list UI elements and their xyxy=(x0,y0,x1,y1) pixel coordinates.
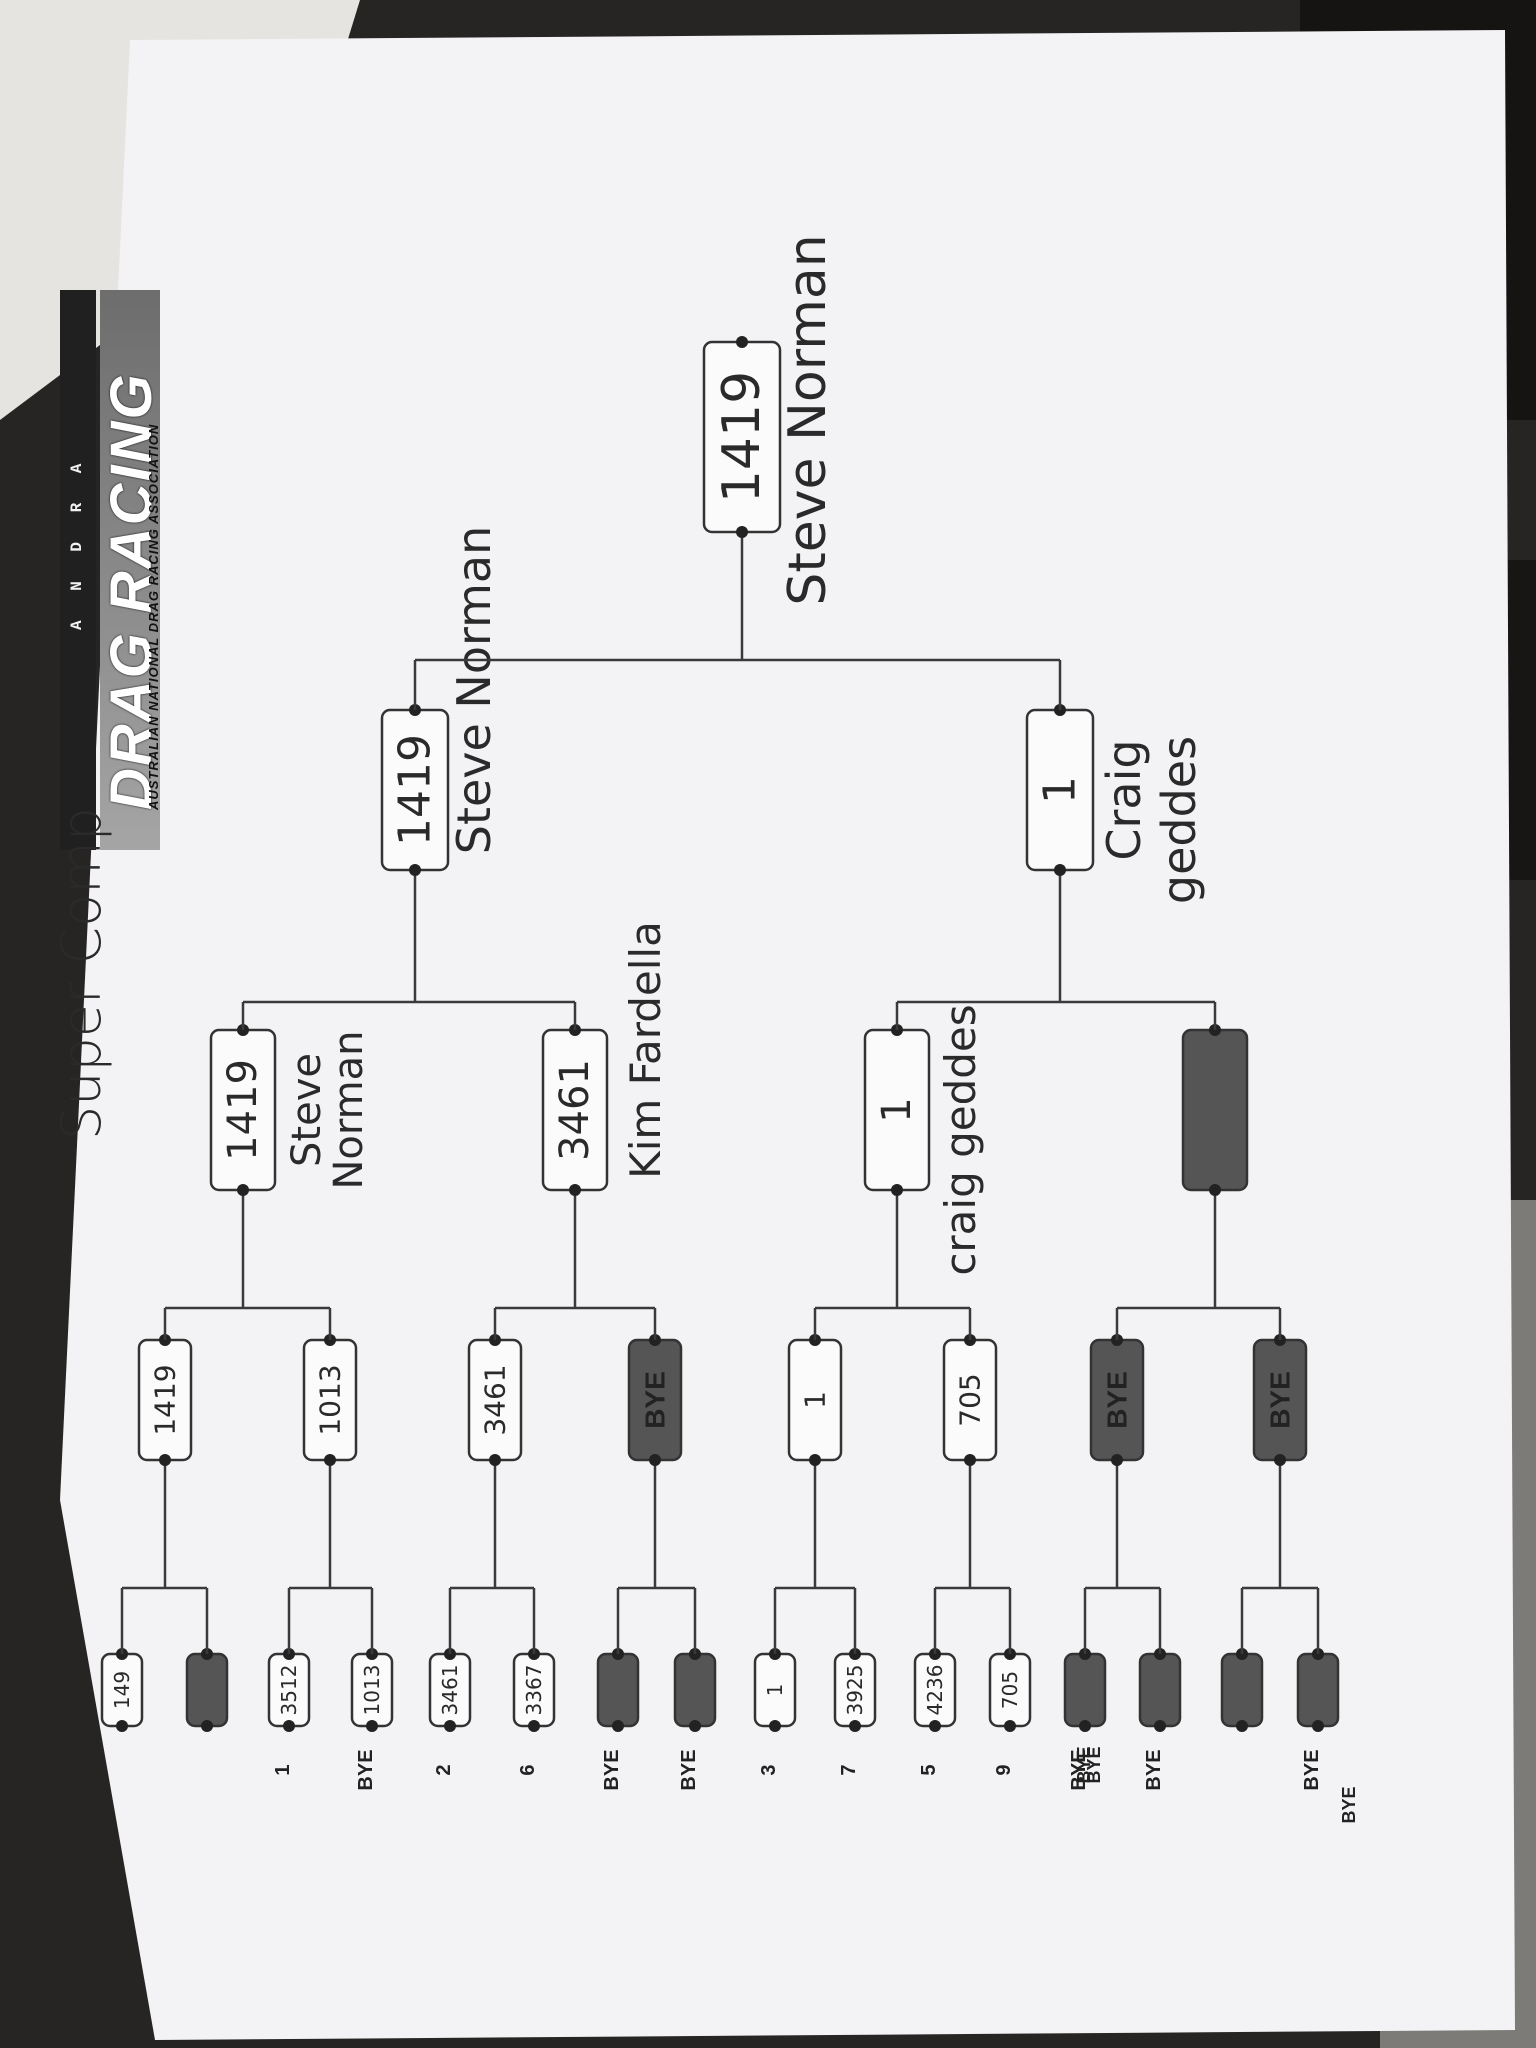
bracket-node xyxy=(324,1454,336,1466)
logo-org: A N D R A xyxy=(68,453,86,630)
semi-name-first: Craig xyxy=(1097,739,1151,860)
seed-label: 3 xyxy=(758,1764,780,1775)
round3-slot-label: 1419 xyxy=(220,1059,266,1161)
bracket-node xyxy=(689,1720,701,1732)
seed-label: 5 xyxy=(918,1764,940,1775)
round2-slot-label: 705 xyxy=(954,1373,987,1426)
seed-label: BYE xyxy=(1143,1749,1165,1790)
bracket-node xyxy=(528,1720,540,1732)
logo-tagline: AUSTRALIAN NATIONAL DRAG RACING ASSOCIAT… xyxy=(146,423,161,810)
seed-label: 7 xyxy=(838,1764,860,1775)
seed-label: 6 xyxy=(517,1764,539,1775)
bracket-node xyxy=(1079,1720,1091,1732)
final-slot-label: 1419 xyxy=(712,371,772,503)
semi-slot-label: 1419 xyxy=(390,734,441,846)
bracket-node xyxy=(116,1720,128,1732)
round1-slot-label: 3367 xyxy=(522,1665,546,1716)
seed-label: 1 xyxy=(272,1764,294,1775)
paper-sheet xyxy=(60,30,1515,2040)
bracket-node xyxy=(1054,864,1066,876)
bracket-node xyxy=(1312,1720,1324,1732)
bracket-node xyxy=(849,1720,861,1732)
round3-name-last: Norman xyxy=(326,1031,372,1190)
bracket-node xyxy=(569,1184,581,1196)
seed-label: 9 xyxy=(993,1764,1015,1775)
round3-name: craig geddes xyxy=(936,1004,985,1275)
bracket-node xyxy=(964,1454,976,1466)
bracket-node xyxy=(366,1720,378,1732)
round1-slot-label: 3512 xyxy=(277,1665,301,1716)
round3-name: Kim Fardella xyxy=(621,921,670,1179)
semi-slot-label: 1 xyxy=(1035,776,1086,804)
round3-slot-label: 1 xyxy=(874,1097,920,1122)
bracket-node xyxy=(1154,1720,1166,1732)
bracket-node xyxy=(1274,1454,1286,1466)
bracket-node xyxy=(891,1184,903,1196)
round1-slot-label: 3461 xyxy=(438,1665,462,1716)
bracket-node xyxy=(649,1454,661,1466)
bracket-node xyxy=(1111,1454,1123,1466)
stray-bye-label: BYE xyxy=(1084,1746,1104,1783)
round1-slot-label: 3925 xyxy=(843,1665,867,1716)
round2-slot-label: 3461 xyxy=(479,1364,512,1435)
bracket-node xyxy=(736,526,748,538)
bracket-node xyxy=(736,336,748,348)
round1-slot-label: 705 xyxy=(998,1671,1022,1709)
bracket-node xyxy=(769,1720,781,1732)
semi-name: Steve Norman xyxy=(447,526,501,855)
bracket-node xyxy=(159,1454,171,1466)
bracket-node xyxy=(283,1720,295,1732)
round2-slot-label: 1 xyxy=(799,1391,832,1409)
sheet-title: Super Comp xyxy=(50,807,113,1140)
round2-slot-label: BYE xyxy=(1265,1371,1296,1429)
final-name: Steve Norman xyxy=(778,234,838,605)
bracket-node xyxy=(1236,1720,1248,1732)
bracket-node xyxy=(929,1720,941,1732)
bracket-node xyxy=(489,1454,501,1466)
seed-label: BYE xyxy=(1301,1749,1323,1790)
bracket-node xyxy=(1004,1720,1016,1732)
seed-label: BYE xyxy=(355,1749,377,1790)
round3-name-first: Steve xyxy=(284,1053,330,1167)
bracket-node xyxy=(612,1720,624,1732)
round2-slot-label: BYE xyxy=(1102,1371,1133,1429)
seed-label: BYE xyxy=(1068,1749,1090,1790)
seed-label: BYE xyxy=(601,1749,623,1790)
round2-slot-label: 1419 xyxy=(149,1364,182,1435)
semi-name-last: geddes xyxy=(1152,736,1206,904)
seed-label: 2 xyxy=(433,1764,455,1775)
stray-bye-label: BYE xyxy=(1074,1746,1094,1783)
seed-label: BYE xyxy=(678,1749,700,1790)
bracket-node xyxy=(1209,1184,1221,1196)
round1-slot-label: 1013 xyxy=(360,1665,384,1716)
andra-logo: A N D R A DRAG RACING AUSTRALIAN NATIONA… xyxy=(60,290,164,850)
bracket-node xyxy=(237,1184,249,1196)
round2-slot-label: BYE xyxy=(640,1371,671,1429)
round1-slot-label: 4236 xyxy=(923,1665,947,1716)
stray-bye-label: BYE xyxy=(1339,1786,1359,1823)
bracket-node xyxy=(809,1454,821,1466)
bracket-node xyxy=(409,864,421,876)
round1-slot-label: 1 xyxy=(763,1684,787,1697)
round3-slot-label: 3461 xyxy=(552,1059,598,1161)
round2-slot-label: 1013 xyxy=(314,1364,347,1435)
round1-slot-label: 149 xyxy=(110,1671,134,1709)
bracket-node xyxy=(444,1720,456,1732)
bracket-node xyxy=(201,1720,213,1732)
